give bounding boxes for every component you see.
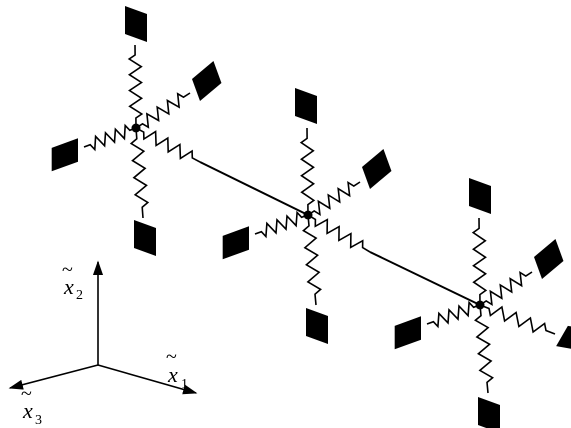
- anchor-block-1-up: [125, 6, 147, 42]
- axis-label-x2: ~ x 2: [62, 259, 83, 303]
- anchor-block-3-up: [469, 178, 491, 214]
- spring-3-upper-right: [479, 270, 533, 307]
- anchor-block-2-up: [295, 88, 317, 124]
- axis-x3-line: [8, 364, 99, 390]
- anchor-block-2-left: [222, 226, 250, 260]
- axis-label-x3: ~ x 3: [21, 383, 42, 428]
- anchor-block-2-down: [306, 308, 328, 344]
- axis-label-x1: ~ x 1: [166, 346, 188, 392]
- axis-x3-symbol: x: [22, 398, 33, 423]
- axis-x1-subscript: 1: [181, 377, 188, 392]
- spring-1-up: [127, 44, 144, 129]
- coordinate-axes: ~ x 2 ~ x 1 ~ x 3: [8, 259, 198, 428]
- anchor-block-3-upper-right: [533, 239, 564, 279]
- spring-1-right: [135, 127, 201, 163]
- anchor-block-1-down: [134, 220, 156, 256]
- axis-x2-subscript: 2: [76, 288, 83, 303]
- mass-node-2: [303, 210, 313, 220]
- spring-2-down: [302, 214, 322, 306]
- anchor-block-3-right: [556, 325, 571, 349]
- axis-x1-symbol: x: [167, 362, 178, 387]
- anchor-block-3-left: [394, 316, 422, 350]
- spring-1-upper-right: [135, 92, 191, 129]
- connecting-rod-1: [199, 161, 309, 216]
- spring-2-left: [254, 210, 309, 239]
- spring-1-down: [129, 127, 150, 219]
- mass-node-3: [475, 300, 485, 310]
- axis-x2-symbol: x: [63, 274, 74, 299]
- spring-2-upper-right: [307, 180, 361, 217]
- spring-3-left: [426, 300, 481, 329]
- spring-2-right: [307, 214, 371, 253]
- spring-3-up: [471, 217, 488, 306]
- anchor-block-2-upper-right: [361, 149, 392, 189]
- anchor-block-1-upper-right: [191, 61, 222, 101]
- spring-2-up: [299, 127, 316, 216]
- axis-x1-accent: ~: [166, 346, 177, 368]
- spring-1-left: [83, 123, 137, 152]
- anchor-block-3-down: [478, 397, 500, 428]
- spring-3-right: [479, 304, 556, 335]
- mass-node-1: [131, 123, 141, 133]
- axis-x3-subscript: 3: [35, 413, 42, 428]
- anchor-block-1-left: [51, 138, 79, 172]
- spring-3-down: [474, 304, 494, 394]
- axis-x3-accent: ~: [21, 383, 32, 405]
- connecting-rod-2: [369, 251, 481, 306]
- axis-x1-line: [97, 364, 198, 395]
- axis-x2-accent: ~: [62, 259, 73, 281]
- spring-network: [51, 6, 571, 428]
